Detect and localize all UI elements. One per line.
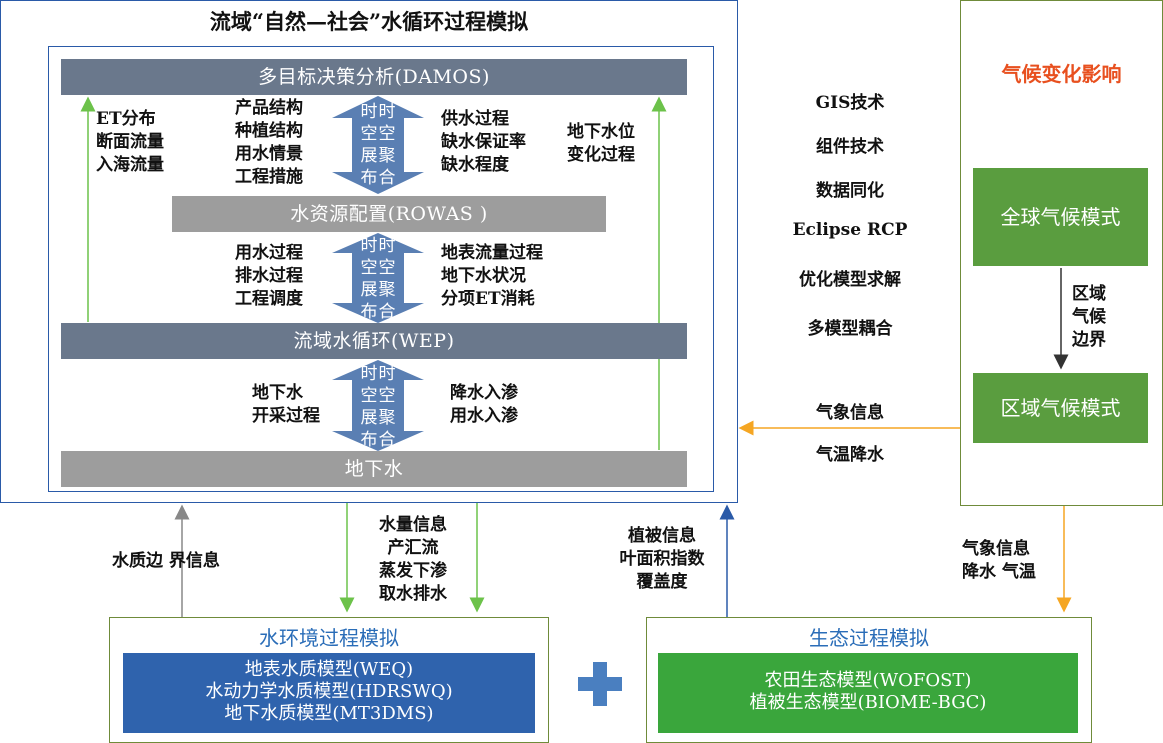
arrow1-col2: 时空聚合 (378, 102, 396, 188)
tech-optimization: 优化模型求解 (799, 270, 901, 290)
water-env-models: 地表水质模型(WEQ) 水动力学水质模型(HDRSWQ) 地下水质模型(MT3D… (123, 653, 535, 733)
double-arrow-2: 时空展布 时空聚合 (332, 233, 424, 323)
eco-to-basin-labels: 植被信息 叶面积指数 覆盖度 (619, 526, 705, 592)
arrow3-col2: 时空聚合 (378, 364, 396, 450)
basin-inner-frame (48, 46, 714, 492)
eco-models: 农田生态模型(WOFOST) 植被生态模型(BIOME-BGC) (658, 653, 1078, 733)
basin-outer-frame (0, 0, 738, 503)
climate-to-basin-label-1: 气象信息 (816, 403, 884, 423)
eco-title: 生态过程模拟 (809, 626, 929, 650)
tier1-right-list: 供水过程 缺水保证率 缺水程度 (441, 109, 526, 175)
plus-icon (578, 662, 622, 706)
tier2-right-list: 地表流量过程 地下水状况 分项ET消耗 (441, 243, 543, 309)
right-side-list: 地下水位 变化过程 (567, 122, 635, 165)
tech-component: 组件技术 (816, 137, 884, 157)
water-quality-boundary-label: 水质边 界信息 (112, 551, 220, 571)
tier1-left-list: 产品结构 种植结构 用水情景 工程措施 (235, 98, 303, 187)
global-climate-model: 全球气候模式 (973, 168, 1148, 266)
tier3-right-list: 降水入渗 用水入渗 (450, 383, 518, 426)
basin-to-env-labels: 水量信息 产汇流 蒸发下渗 取水排水 (379, 515, 447, 604)
arrow2-col2: 时空聚合 (378, 236, 396, 322)
tech-assimilation: 数据同化 (816, 181, 884, 201)
bar-wep: 流域水循环(WEP) (61, 323, 687, 359)
arrow2-col1: 时空展布 (360, 236, 378, 322)
tech-gis: GIS技术 (815, 93, 885, 113)
climate-boundary-label: 区域 气候 边界 (1072, 284, 1106, 350)
tier2-left-list: 用水过程 排水过程 工程调度 (235, 243, 303, 309)
double-arrow-1: 时空展布 时空聚合 (332, 96, 424, 194)
tech-eclipse: Eclipse RCP (792, 220, 908, 240)
water-env-title: 水环境过程模拟 (259, 626, 399, 650)
climate-title: 气候变化影响 (1001, 62, 1122, 86)
tier3-left-list: 地下水 开采过程 (252, 383, 320, 426)
arrow3-col1: 时空展布 (360, 364, 378, 450)
double-arrow-3: 时空展布 时空聚合 (332, 360, 424, 451)
bar-damos: 多目标决策分析(DAMOS) (61, 59, 687, 95)
arrow1-col1: 时空展布 (360, 102, 378, 188)
climate-to-eco-labels: 气象信息 降水 气温 (962, 539, 1036, 582)
bar-groundwater: 地下水 (61, 451, 687, 487)
bar-rowas: 水资源配置(ROWAS ) (172, 196, 606, 232)
tech-coupling: 多模型耦合 (807, 319, 893, 339)
left-side-list: ET分布 断面流量 入海流量 (96, 109, 164, 175)
diagram-title: 流域“自然—社会”水循环过程模拟 (209, 9, 529, 34)
regional-climate-model: 区域气候模式 (973, 373, 1148, 443)
climate-to-basin-label-2: 气温降水 (816, 445, 884, 465)
